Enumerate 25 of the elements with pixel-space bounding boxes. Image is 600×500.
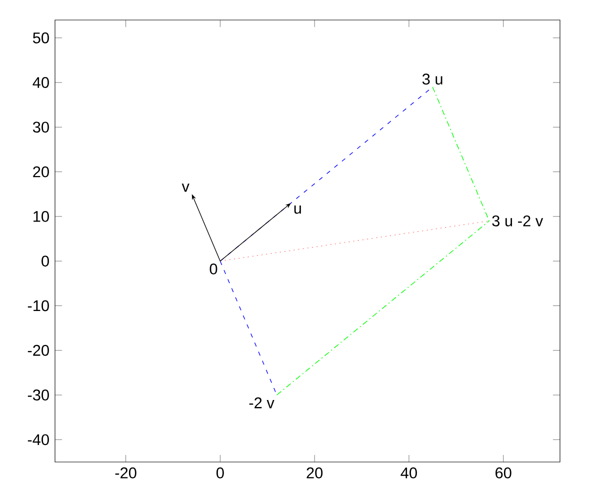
point-label: 0 (210, 264, 218, 274)
y-tick-label: -30 (28, 390, 49, 400)
y-tick-label: 30 (32, 122, 49, 133)
y-tick-label: 0 (42, 256, 49, 267)
point-label: -2 v (249, 397, 274, 408)
y-tick-label: 20 (33, 166, 49, 178)
x-tick-label: 20 (306, 467, 323, 478)
y-tick-label: 10 (34, 210, 49, 222)
point-label: 3 u (422, 74, 442, 85)
y-tick-label: -40 (28, 434, 49, 446)
y-tick-label: 50 (32, 32, 49, 44)
point-label: v (182, 184, 190, 192)
line-segment (432, 86, 490, 222)
x-tick-label: -20 (115, 467, 136, 478)
x-tick-label: 0 (216, 467, 224, 478)
point-label: u (294, 205, 301, 214)
y-tick-label: -20 (28, 344, 49, 356)
arrow (220, 203, 291, 262)
point-label: 3 u -2 v (492, 215, 544, 226)
y-tick-label: -10 (28, 300, 49, 312)
x-tick-label: 60 (496, 467, 512, 478)
line-segment (220, 220, 490, 262)
x-tick-label: 40 (400, 467, 417, 478)
y-tick-label: 40 (32, 77, 49, 88)
line-segment (276, 220, 490, 396)
